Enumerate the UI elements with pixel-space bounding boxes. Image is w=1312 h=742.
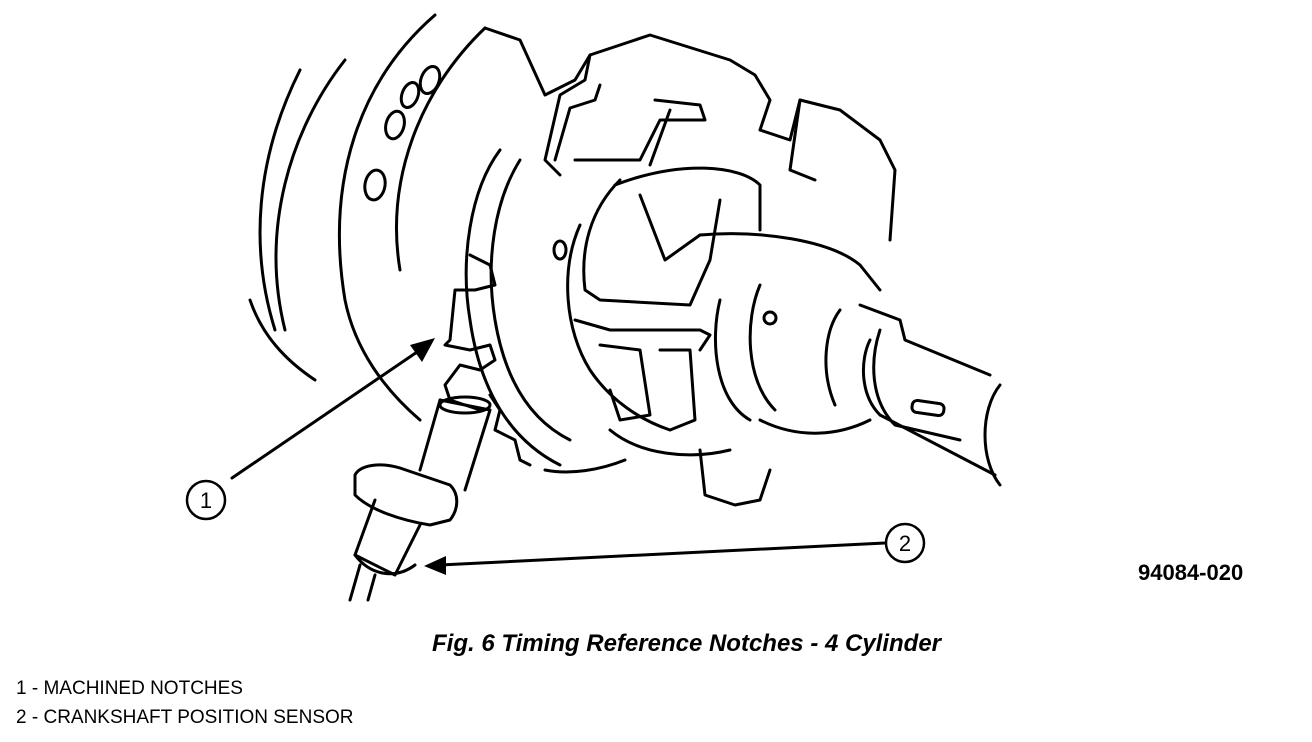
callout-2-number: 2 — [899, 531, 911, 556]
crank-web — [566, 166, 772, 507]
legend-separator: - — [26, 707, 44, 728]
crankshaft-shaft — [698, 232, 1002, 487]
legend-item-1: 1 - MACHINED NOTCHES — [16, 674, 354, 703]
figure-number: 94084-020 — [1138, 560, 1244, 585]
legend-number: 1 — [16, 678, 27, 699]
crank-hub — [443, 148, 627, 474]
legend: 1 - MACHINED NOTCHES 2 - CRANKSHAFT POSI… — [16, 674, 354, 732]
legend-text: MACHINED NOTCHES — [43, 678, 243, 699]
counterweight — [483, 26, 897, 242]
legend-text: CRANKSHAFT POSITION SENSOR — [43, 707, 354, 728]
callout-2: 2 — [884, 522, 926, 564]
callout-leader-2 — [438, 541, 887, 567]
figure-caption: Fig. 6 Timing Reference Notches - 4 Cyli… — [432, 630, 942, 657]
legend-number: 2 — [16, 707, 27, 728]
legend-separator: - — [26, 678, 44, 699]
crankshaft-position-sensor — [348, 395, 492, 602]
flywheel — [248, 13, 487, 422]
arrowhead-1 — [410, 338, 435, 362]
arrowhead-2 — [424, 556, 446, 575]
callout-1-number: 1 — [200, 488, 212, 513]
legend-item-2: 2 - CRANKSHAFT POSITION SENSOR — [16, 703, 354, 732]
callout-leader-1 — [230, 348, 422, 480]
callout-1: 1 — [185, 479, 227, 521]
